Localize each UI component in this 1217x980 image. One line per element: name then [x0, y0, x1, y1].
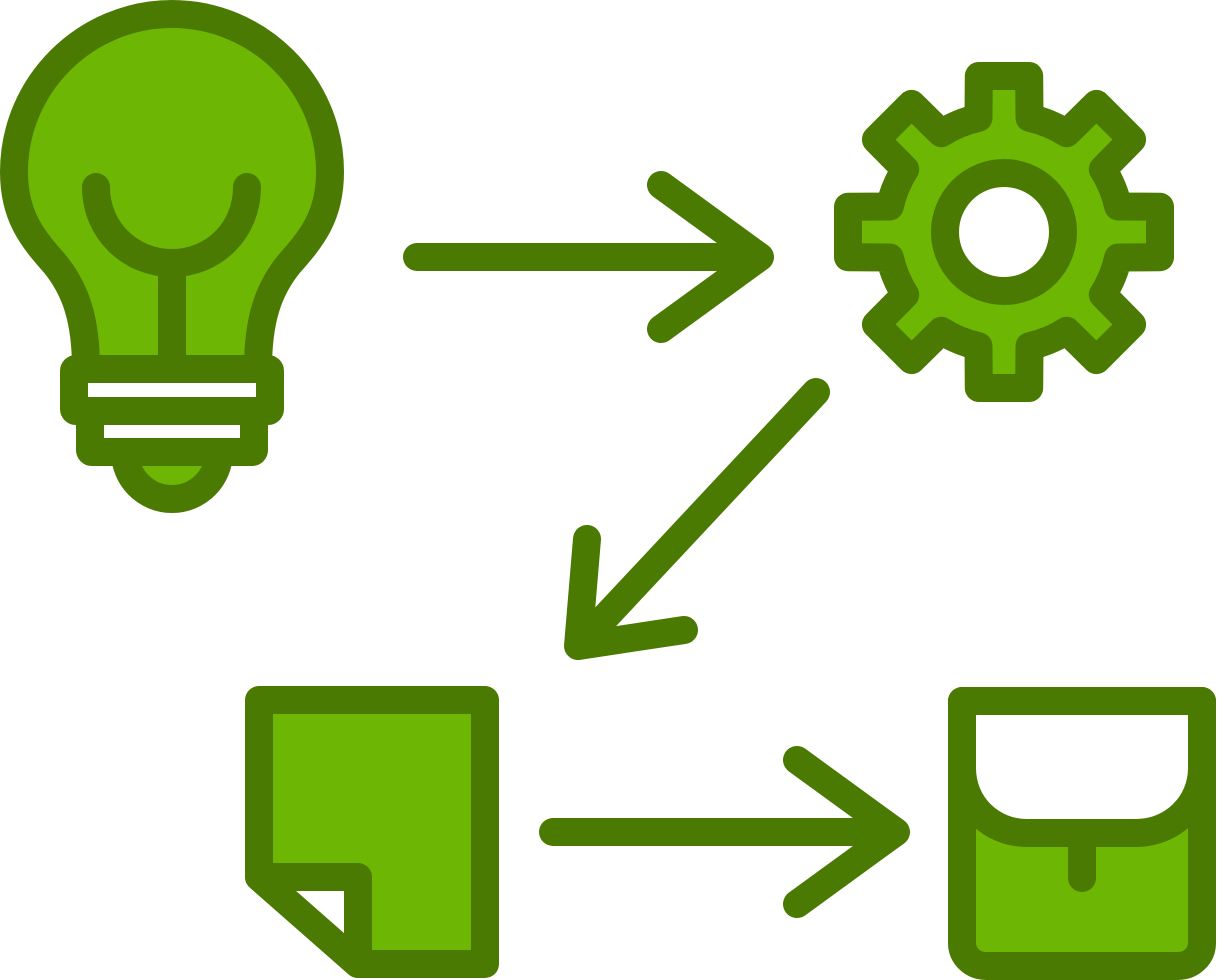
arrow-right-icon: [539, 746, 910, 918]
briefcase-icon: [948, 687, 1216, 980]
arrow-down-left-icon: [564, 378, 830, 660]
bulb-filament: [82, 173, 261, 383]
gear-hole: [931, 159, 1077, 305]
briefcase-flap: [948, 687, 1216, 847]
arrow-right-icon: [403, 171, 774, 343]
bulb-glass: [0, 0, 344, 383]
document-icon: [245, 686, 499, 978]
lightbulb-icon: [0, 0, 344, 513]
gear-icon: [834, 62, 1174, 402]
bulb-cap: [111, 438, 233, 513]
document-folded-corner: [245, 863, 372, 978]
